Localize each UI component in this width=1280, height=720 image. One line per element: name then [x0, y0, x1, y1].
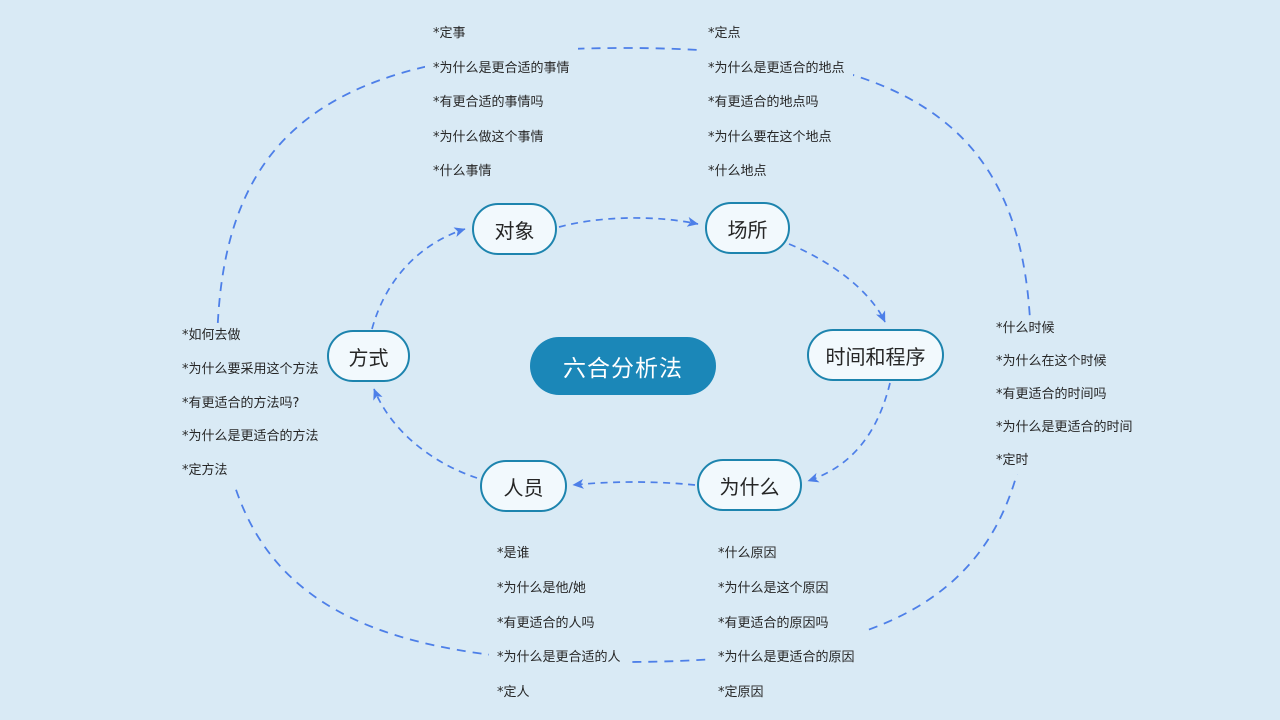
note-line[interactable]: *为什么是更适合的方法 — [182, 429, 319, 445]
note-line[interactable]: *有更适合的地点吗 — [708, 95, 819, 110]
note-line[interactable]: *什么事情 — [433, 164, 492, 179]
notes-duixiang: *定事 *为什么是更合适的事情 *有更合适的事情吗 *为什么做这个事情 *什么事… — [425, 21, 578, 185]
note-line[interactable]: *有更适合的原因吗 — [718, 615, 829, 631]
notes-renyuan: *是谁 *为什么是他/她 *有更适合的人吗 *为什么是更合适的人 *定人 — [489, 541, 629, 707]
node-label: 方式 — [348, 345, 389, 370]
node-duixiang[interactable]: 对象 — [472, 203, 557, 255]
node-shijian-he-chengxu[interactable]: 时间和程序 — [807, 329, 944, 381]
node-label: 人员 — [503, 475, 544, 500]
node-label: 对象 — [494, 218, 535, 243]
note-line[interactable]: *定时 — [996, 453, 1029, 468]
note-line[interactable]: *定方法 — [182, 463, 228, 479]
note-line[interactable]: *为什么做这个事情 — [433, 129, 544, 145]
note-line[interactable]: *什么地点 — [708, 164, 767, 179]
note-line[interactable]: *为什么是更合适的事情 — [433, 60, 570, 76]
notes-fangshi: *如何去做 *为什么要采用这个方法 *有更适合的方法吗? *为什么是更适合的方法… — [174, 323, 327, 485]
connector-renyuan-fangshi — [373, 388, 478, 479]
note-line[interactable]: *是谁 — [497, 546, 530, 561]
node-weishenme[interactable]: 为什么 — [697, 459, 802, 511]
node-label: 场所 — [727, 217, 768, 242]
connector-shijian-weishenme — [807, 382, 891, 483]
note-line[interactable]: *为什么是这个原因 — [718, 580, 829, 596]
note-line[interactable]: *有更适合的人吗 — [497, 615, 595, 631]
note-line[interactable]: *定点 — [708, 26, 741, 41]
notes-changsuo: *定点 *为什么是更适合的地点 *有更适合的地点吗 *为什么要在这个地点 *什么… — [700, 21, 853, 185]
note-line[interactable]: *定人 — [497, 685, 530, 701]
note-line[interactable]: *为什么要采用这个方法 — [182, 361, 319, 377]
note-line[interactable]: *为什么是他/她 — [497, 580, 586, 596]
node-changsuo[interactable]: 场所 — [705, 202, 790, 254]
notes-weishenme: *什么原因 *为什么是这个原因 *有更适合的原因吗 *为什么是更适合的原因 *定… — [710, 541, 863, 707]
note-line[interactable]: *为什么是更适合的原因 — [718, 650, 855, 666]
node-label: 为什么 — [719, 474, 780, 499]
connector-weishenme-renyuan — [572, 478, 696, 489]
center-topic-node[interactable]: 六合分析法 — [530, 337, 716, 395]
note-line[interactable]: *有更适合的方法吗? — [182, 395, 300, 411]
node-label: 时间和程序 — [825, 344, 926, 369]
note-line[interactable]: *定原因 — [718, 685, 764, 701]
center-topic-label: 六合分析法 — [563, 356, 683, 382]
note-line[interactable]: *为什么是更适合的地点 — [708, 60, 845, 76]
note-line[interactable]: *什么时候 — [996, 321, 1055, 336]
note-line[interactable]: *为什么在这个时候 — [996, 354, 1107, 369]
note-line[interactable]: *什么原因 — [718, 546, 777, 561]
note-line[interactable]: *如何去做 — [182, 328, 241, 343]
note-line[interactable]: *有更适合的时间吗 — [996, 387, 1107, 402]
note-line[interactable]: *为什么是更适合的时间 — [996, 420, 1133, 435]
node-fangshi[interactable]: 方式 — [327, 330, 410, 382]
note-line[interactable]: *为什么要在这个地点 — [708, 129, 832, 145]
connector-fangshi-duixiang — [371, 227, 466, 330]
note-line[interactable]: *定事 — [433, 26, 466, 41]
connector-changsuo-shijian — [788, 243, 886, 323]
note-line[interactable]: *有更合适的事情吗 — [433, 95, 544, 110]
notes-shijian: *什么时候 *为什么在这个时候 *有更适合的时间吗 *为什么是更适合的时间 *定… — [988, 316, 1141, 474]
connector-duixiang-changsuo — [558, 216, 699, 228]
node-renyuan[interactable]: 人员 — [480, 460, 567, 512]
note-line[interactable]: *为什么是更合适的人 — [497, 650, 621, 666]
